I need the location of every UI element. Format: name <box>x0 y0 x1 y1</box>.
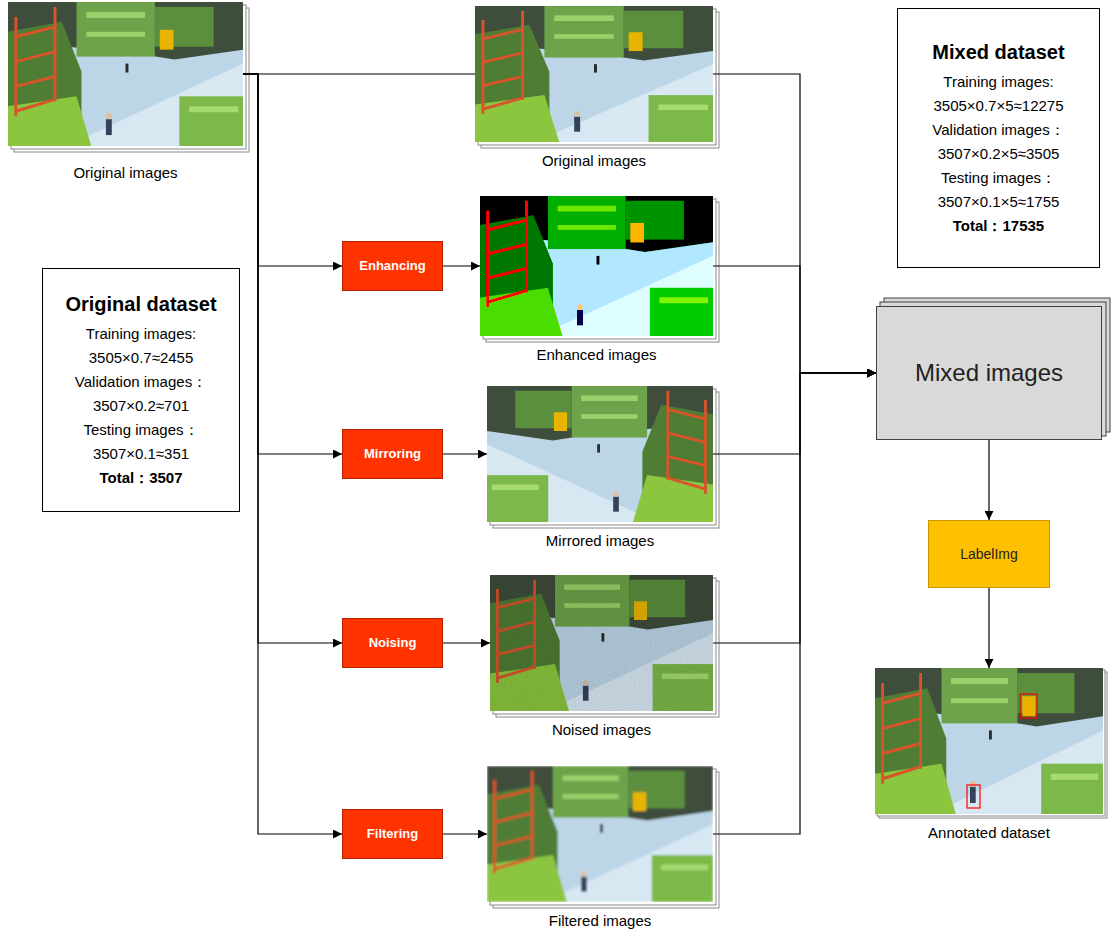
box-line: Validation images： <box>932 118 1064 142</box>
operation-box: Mirroring <box>342 429 443 479</box>
box-label: Mirroring <box>364 446 421 462</box>
box-line: Testing images： <box>83 418 198 442</box>
factory-photo <box>475 6 713 142</box>
tool-box: LabelImg <box>928 520 1050 588</box>
box-line: 3507×0.1≈351 <box>93 442 189 466</box>
connector <box>713 266 876 373</box>
box-label: Filtering <box>367 826 418 842</box>
box-line: 3507×0.2×5≈3505 <box>938 142 1060 166</box>
box-label: LabelImg <box>960 545 1018 563</box>
connector <box>713 74 876 373</box>
image-caption: Original images <box>542 152 646 170</box>
box-label: Noising <box>369 635 417 651</box>
box-line: 3505×0.7×5≈12275 <box>933 94 1063 118</box>
image-stack: Mirrored images <box>487 386 713 522</box>
factory-photo <box>8 2 243 146</box>
image-stack: Annotated dataset <box>875 668 1103 814</box>
box-line: Training images: <box>943 70 1053 94</box>
box-line: 3507×0.2≈701 <box>93 394 189 418</box>
connector <box>713 373 876 643</box>
image-stack: Original images <box>8 2 243 146</box>
annotation-box <box>967 785 980 808</box>
image-caption: Noised images <box>552 721 651 739</box>
box-line: Testing images： <box>941 166 1056 190</box>
connector <box>243 74 342 834</box>
box-line: 3507×0.1×5≈1755 <box>938 190 1060 214</box>
connector <box>988 588 989 668</box>
image-stack: Enhanced images <box>480 196 713 336</box>
operation-box: Enhancing <box>342 241 443 291</box>
image-caption: Original images <box>73 164 177 182</box>
connector <box>443 453 487 454</box>
total-line: Total：17535 <box>953 214 1044 238</box>
box-heading: Original dataset <box>65 290 216 318</box>
mirrored-photo <box>487 386 713 522</box>
filtered-photo <box>487 766 713 902</box>
image-stack: Original images <box>475 6 713 142</box>
connector <box>713 373 876 454</box>
box-line: 3505×0.7≈2455 <box>89 346 194 370</box>
box-line: Training images: <box>86 322 196 346</box>
noised-photo <box>490 575 713 711</box>
connector <box>443 833 487 834</box>
image-caption: Mirrored images <box>546 532 654 550</box>
image-stack: Noised images <box>490 575 713 711</box>
image-stack: Filtered images <box>487 766 713 902</box>
box-label: Enhancing <box>359 258 425 274</box>
operation-box: Noising <box>342 618 443 668</box>
dataset-box: Mixed datasetTraining images:3505×0.7×5≈… <box>897 8 1100 268</box>
connector <box>988 440 989 520</box>
operation-box: Filtering <box>342 809 443 859</box>
enhanced-photo <box>480 196 713 336</box>
image-caption: Filtered images <box>549 912 652 930</box>
dataset-box: Original datasetTraining images:3505×0.7… <box>42 268 240 512</box>
box-line: Validation images： <box>75 370 207 394</box>
total-line: Total：3507 <box>99 466 182 490</box>
image-caption: Enhanced images <box>536 346 656 364</box>
annotated-photo <box>875 668 1103 814</box>
connector <box>713 373 876 834</box>
mixed-box: Mixed images <box>876 306 1102 440</box>
connector <box>243 73 475 74</box>
annotation-box <box>1020 694 1037 718</box>
box-label: Mixed images <box>915 358 1063 388</box>
connector <box>443 265 480 266</box>
image-caption: Annotated dataset <box>928 824 1050 842</box>
box-heading: Mixed dataset <box>932 38 1064 66</box>
connector <box>443 642 490 643</box>
